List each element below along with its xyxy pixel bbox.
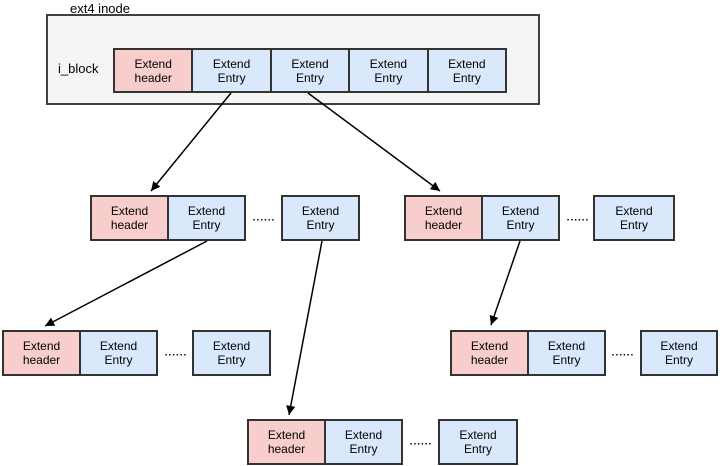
- cell-label: Extend Entry: [344, 428, 383, 456]
- extent-entry-cell: Extend Entry: [426, 48, 508, 93]
- cell-label: Extend Entry: [212, 56, 251, 85]
- index-node-left: Extend header Extend Entry: [90, 195, 246, 241]
- ellipsis-dots: ......: [409, 436, 433, 448]
- cell-label: Extend header: [134, 56, 172, 85]
- iblock-extent-row: Extend header Extend Entry Extend Entry …: [113, 48, 508, 93]
- extent-header-cell: Extend header: [90, 195, 169, 241]
- ellipsis-dots: ......: [566, 212, 590, 224]
- cell-label: Extend Entry: [369, 56, 408, 85]
- ellipsis-dots: ......: [611, 347, 635, 359]
- cell-label: Extend header: [22, 339, 61, 367]
- ellipsis-dots: ......: [164, 347, 188, 359]
- cell-label: Extend Entry: [660, 339, 698, 367]
- iblock-label: i_block: [58, 61, 99, 76]
- extent-header-cell: Extend header: [404, 195, 483, 241]
- cell-label: Extend header: [424, 204, 463, 232]
- index-node-right: Extend header Extend Entry: [404, 195, 560, 241]
- ellipsis-dots: ......: [252, 212, 276, 224]
- extent-header-cell: Extend header: [450, 330, 529, 376]
- leaf-node-right: Extend header Extend Entry: [450, 330, 606, 376]
- extent-entry-cell: Extend Entry: [527, 330, 606, 376]
- cell-label: Extend Entry: [547, 339, 586, 367]
- arrow-index-left-tail-to-leaf-bottom: [286, 240, 323, 416]
- arrow-root-entry1-to-index-left: [150, 92, 232, 192]
- extent-entry-cell: Extend Entry: [438, 419, 518, 465]
- cell-label: Extend Entry: [501, 204, 540, 232]
- arrow-index-right-to-leaf-right: [489, 240, 521, 326]
- extent-entry-cell: Extend Entry: [192, 330, 271, 376]
- cell-label: Extend header: [470, 339, 509, 367]
- extent-entry-cell: Extend Entry: [640, 330, 718, 376]
- cell-label: Extend Entry: [99, 339, 138, 367]
- cell-label: Extend Entry: [459, 428, 497, 456]
- cell-label: Extend Entry: [448, 56, 486, 85]
- cell-label: Extend header: [110, 204, 149, 232]
- extent-entry-cell: Extend Entry: [269, 48, 351, 93]
- arrow-index-left-to-leaf-left: [44, 240, 208, 327]
- extent-entry-cell: Extend Entry: [79, 330, 158, 376]
- leaf-node-bottom: Extend header Extend Entry: [247, 419, 403, 465]
- extent-entry-cell: Extend Entry: [593, 195, 675, 241]
- extent-entry-cell: Extend Entry: [481, 195, 560, 241]
- cell-label: Extend Entry: [615, 204, 653, 232]
- extent-entry-cell: Extend Entry: [281, 195, 360, 241]
- cell-label: Extend Entry: [291, 56, 329, 85]
- cell-label: Extend Entry: [212, 339, 251, 367]
- extent-entry-cell: Extend Entry: [348, 48, 429, 93]
- extent-header-cell: Extend header: [247, 419, 326, 465]
- leaf-node-left: Extend header Extend Entry: [2, 330, 158, 376]
- cell-label: Extend Entry: [187, 204, 226, 232]
- extent-header-cell: Extend header: [2, 330, 81, 376]
- arrow-root-entry2-to-index-right: [307, 92, 441, 192]
- cell-label: Extend Entry: [301, 204, 340, 232]
- extent-entry-cell: Extend Entry: [167, 195, 246, 241]
- diagram-title: ext4 inode: [70, 1, 130, 16]
- extent-entry-cell: Extend Entry: [324, 419, 403, 465]
- cell-label: Extend header: [267, 428, 306, 456]
- extent-entry-cell: Extend Entry: [191, 48, 272, 93]
- extent-header-cell: Extend header: [113, 48, 194, 93]
